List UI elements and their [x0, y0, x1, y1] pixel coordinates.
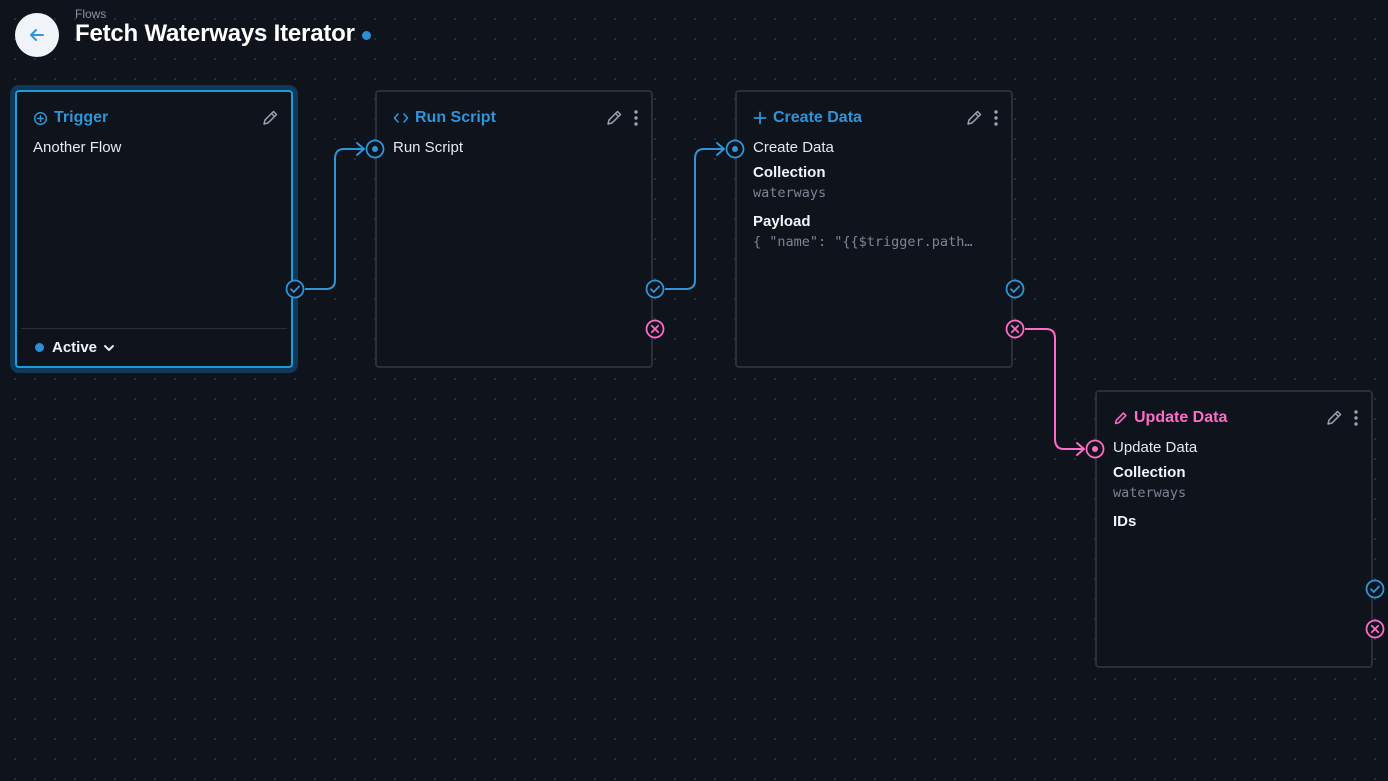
update-data-resolve-port[interactable] — [1365, 579, 1385, 599]
x-circle-icon — [645, 319, 665, 339]
trigger-resolve-port[interactable] — [285, 279, 305, 299]
trigger-operation: Another Flow — [33, 139, 122, 156]
target-icon — [1085, 439, 1105, 459]
trigger-node-title: Trigger — [54, 109, 109, 126]
back-button[interactable] — [15, 13, 59, 57]
target-icon — [725, 139, 745, 159]
create-data-node[interactable]: Create Data Create Data Collection water… — [735, 90, 1013, 368]
run-script-input-port[interactable] — [365, 139, 385, 159]
trigger-node[interactable]: Trigger Another Flow Active — [15, 90, 293, 368]
target-icon — [365, 139, 385, 159]
update-data-operation: Update Data — [1113, 439, 1198, 456]
collection-label: Collection — [1113, 464, 1186, 481]
check-circle-icon — [285, 279, 305, 299]
chevron-down-icon — [104, 344, 115, 351]
ids-label: IDs — [1113, 513, 1137, 530]
trigger-status-label: Active — [52, 339, 98, 356]
create-data-resolve-port[interactable] — [1005, 279, 1025, 299]
collection-value: waterways — [753, 185, 827, 201]
create-data-operation: Create Data — [753, 139, 834, 156]
pencil-icon — [1114, 411, 1127, 424]
run-script-operation: Run Script — [393, 139, 464, 156]
create-data-more-button[interactable] — [993, 109, 999, 127]
more-vertical-icon — [994, 110, 998, 126]
pencil-icon — [607, 110, 622, 125]
edit-run-script-button[interactable] — [605, 109, 623, 127]
arrow-left-icon — [30, 29, 44, 41]
update-data-input-port[interactable] — [1085, 439, 1105, 459]
page-header: Flows Fetch Waterways Iterator — [0, 0, 1388, 76]
update-data-reject-port[interactable] — [1365, 619, 1385, 639]
create-data-input-port[interactable] — [725, 139, 745, 159]
breadcrumb[interactable]: Flows — [75, 7, 107, 21]
connector-trigger-to-run-script — [305, 148, 363, 290]
plus-icon — [753, 111, 767, 125]
page-title: Fetch Waterways Iterator — [75, 20, 355, 47]
connector-create-data-reject-to-update-data — [1025, 328, 1083, 450]
collection-label: Collection — [753, 164, 826, 181]
check-circle-icon — [1005, 279, 1025, 299]
run-script-resolve-port[interactable] — [645, 279, 665, 299]
update-data-node[interactable]: Update Data Update Data Collection water… — [1095, 390, 1373, 668]
trigger-icon — [33, 111, 48, 125]
connector-run-script-to-create-data — [665, 148, 723, 290]
trigger-status-dropdown[interactable]: Active — [21, 328, 287, 366]
run-script-more-button[interactable] — [633, 109, 639, 127]
create-data-reject-port[interactable] — [1005, 319, 1025, 339]
check-circle-icon — [1365, 579, 1385, 599]
x-circle-icon — [1365, 619, 1385, 639]
run-script-node-title: Run Script — [415, 109, 496, 126]
payload-label: Payload — [753, 213, 811, 230]
edit-trigger-button[interactable] — [261, 109, 279, 127]
update-data-more-button[interactable] — [1353, 409, 1359, 427]
pencil-icon — [263, 110, 278, 125]
run-script-reject-port[interactable] — [645, 319, 665, 339]
more-vertical-icon — [634, 110, 638, 126]
collection-value: waterways — [1113, 485, 1187, 501]
x-circle-icon — [1005, 319, 1025, 339]
edit-create-data-button[interactable] — [965, 109, 983, 127]
pencil-icon — [967, 110, 982, 125]
run-script-node[interactable]: Run Script Run Script — [375, 90, 653, 368]
create-data-node-title: Create Data — [773, 109, 862, 126]
code-icon — [393, 113, 409, 123]
update-data-node-title: Update Data — [1134, 409, 1228, 426]
flow-status-dot — [361, 31, 371, 40]
edit-update-data-button[interactable] — [1325, 409, 1343, 427]
more-vertical-icon — [1354, 410, 1358, 426]
check-circle-icon — [645, 279, 665, 299]
payload-value: { "name": "{{$trigger.path… — [753, 234, 973, 250]
active-status-dot — [35, 343, 44, 352]
pencil-icon — [1327, 410, 1342, 425]
